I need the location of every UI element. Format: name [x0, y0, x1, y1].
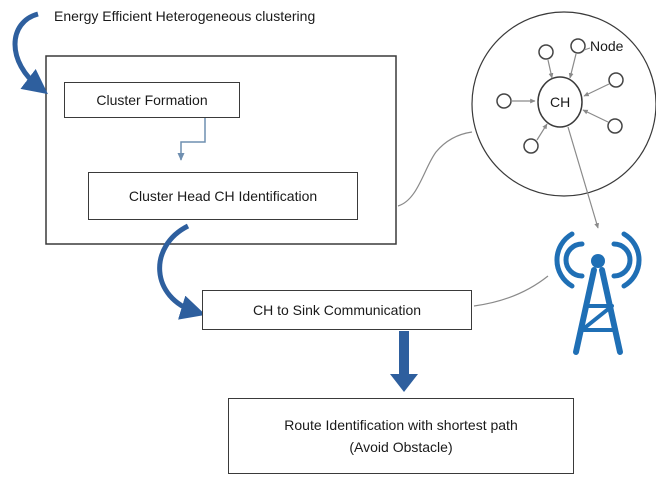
route-identification-box: Route Identification with shortest path … — [228, 398, 574, 474]
member-link-arrow — [536, 123, 548, 141]
route-identification-label: Route Identification with shortest path — [284, 417, 518, 433]
avoid-obstacle-label: (Avoid Obstacle) — [349, 439, 453, 455]
node-label-pointer — [583, 47, 591, 51]
member-link-arrow — [568, 53, 577, 79]
node-label: Node — [590, 38, 624, 54]
cluster-formation-label: Cluster Formation — [96, 92, 208, 108]
member-node — [496, 93, 512, 109]
connector-box-to-cluster — [397, 131, 473, 207]
member-node — [608, 72, 624, 88]
diagram-title: Energy Efficient Heterogeneous clusterin… — [54, 8, 316, 24]
cluster-head-label: CH — [550, 94, 571, 110]
member-link-arrow — [582, 109, 609, 123]
member-nodes — [496, 38, 624, 154]
member-link-arrow — [547, 59, 554, 79]
member-link-arrow — [583, 83, 610, 97]
curved-arrow-title-to-box — [12, 11, 48, 95]
member-node — [570, 38, 586, 54]
sink-communication-label: CH to Sink Communication — [252, 302, 422, 318]
cluster-head-node — [537, 76, 583, 128]
arrow-sink-to-route — [390, 331, 418, 392]
cluster-formation-box: Cluster Formation — [64, 82, 240, 118]
clustering-outer-box — [45, 55, 397, 245]
radio-tower-icon — [554, 231, 642, 355]
member-node — [523, 138, 539, 154]
ch-identification-label: Cluster Head CH Identification — [128, 188, 318, 204]
ch-identification-box: Cluster Head CH Identification — [88, 172, 358, 220]
arrow-formation-to-ch — [177, 116, 206, 161]
member-node — [607, 118, 623, 134]
ch-to-tower-link — [567, 126, 599, 229]
sink-communication-box: CH to Sink Communication — [202, 290, 472, 330]
member-node — [538, 44, 554, 60]
curved-arrow-box-to-sink — [157, 223, 206, 320]
connector-sink-to-tower — [473, 275, 549, 307]
